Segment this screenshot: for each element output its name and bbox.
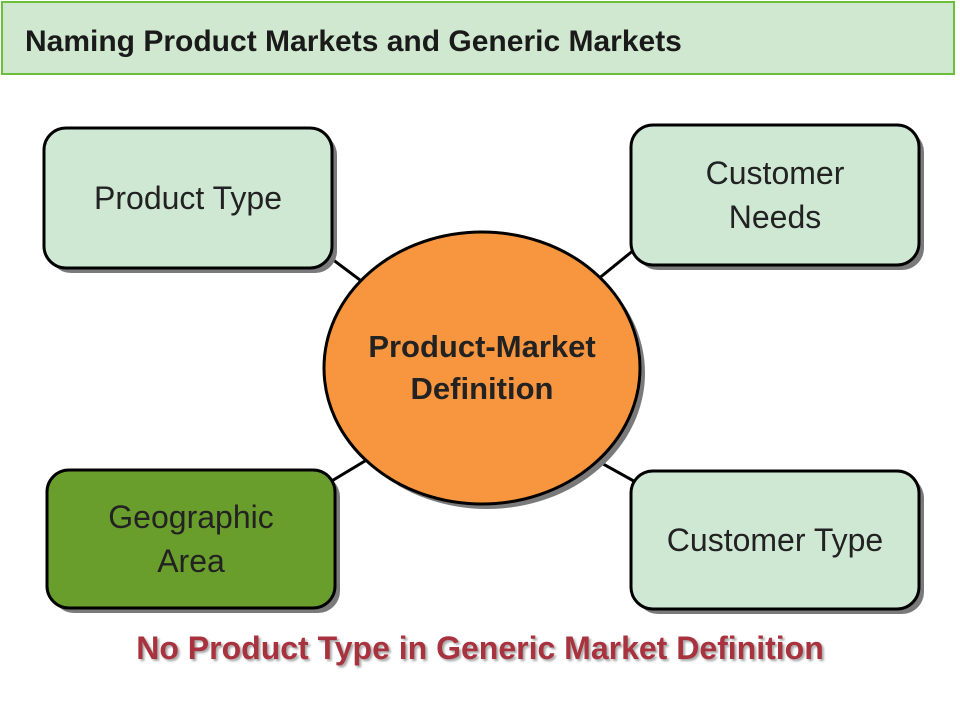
page-title: Naming Product Markets and Generic Marke… bbox=[25, 25, 682, 58]
geographic-area-label-line2: Area bbox=[157, 543, 225, 579]
center-circle bbox=[322, 230, 642, 506]
center-label-line1: Product-Market bbox=[368, 329, 596, 364]
center-label: Product-Market Definition bbox=[332, 300, 632, 436]
customer-needs-label-line1: Customer bbox=[705, 155, 845, 191]
customer-needs-box bbox=[629, 123, 921, 267]
geographic-area-box bbox=[45, 468, 337, 610]
product-type-label: Product Type bbox=[44, 128, 332, 268]
product-type-box bbox=[42, 126, 334, 270]
customer-type-label-line1: Customer Type bbox=[666, 522, 884, 558]
geographic-area-label-line1: Geographic bbox=[108, 499, 274, 535]
product-type-label-line1: Product Type bbox=[94, 180, 282, 216]
customer-type-box bbox=[629, 469, 921, 611]
customer-needs-label-line2: Needs bbox=[728, 199, 822, 235]
geographic-area-label: Geographic Area bbox=[47, 470, 335, 608]
center-label-line2: Definition bbox=[410, 371, 554, 406]
customer-needs-label: Customer Needs bbox=[631, 125, 919, 265]
customer-type-label: Customer Type bbox=[631, 471, 919, 609]
title-bar: Naming Product Markets and Generic Marke… bbox=[1, 1, 955, 75]
caption: No Product Type in Generic Market Defini… bbox=[136, 630, 824, 666]
